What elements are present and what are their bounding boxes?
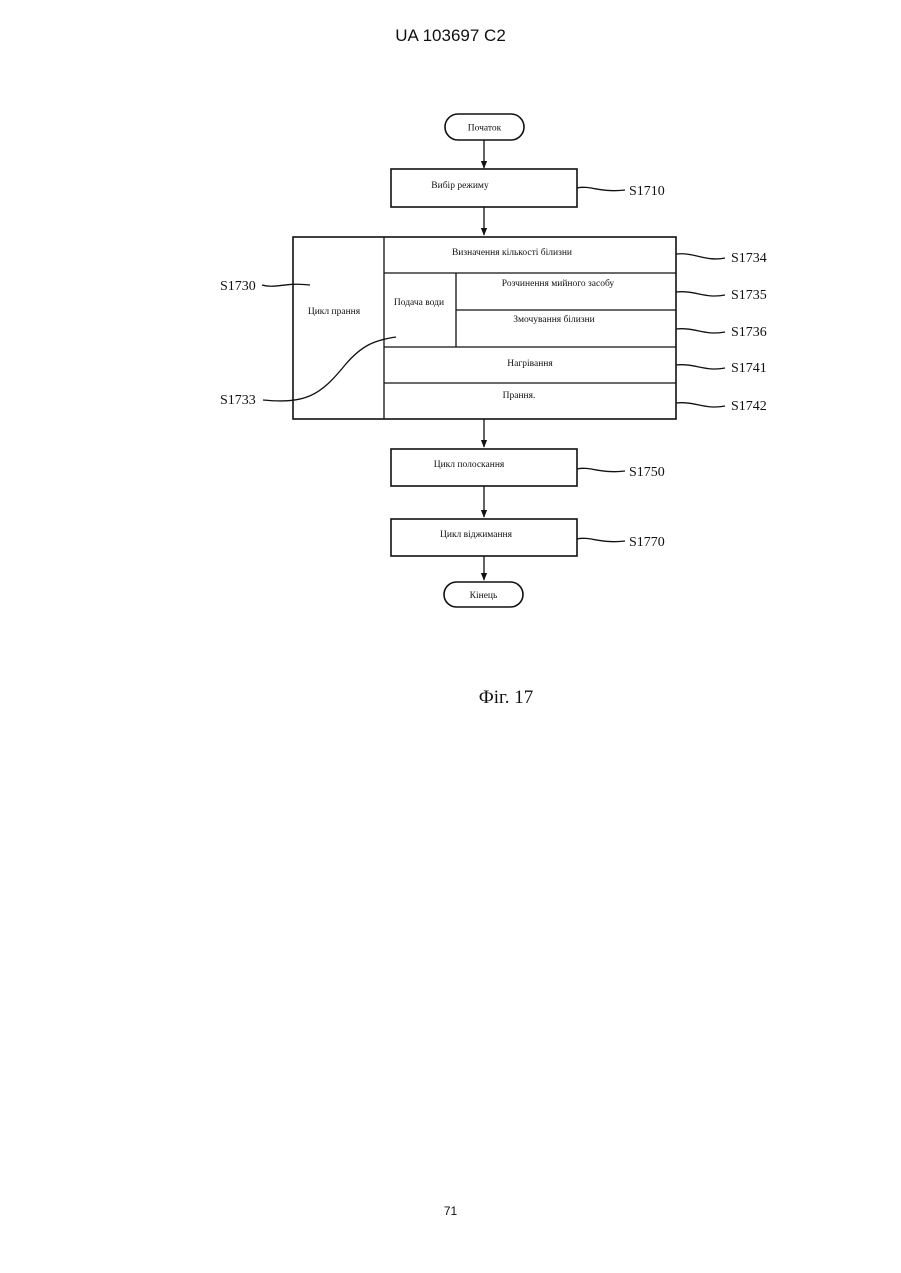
ref-s1735: S1735 [731,288,767,303]
ref-s1733: S1733 [220,393,256,408]
water-supply-label: Подача води [394,298,444,308]
figure-caption: Фіг. 17 [479,687,533,708]
laundry-amount-label: Визначення кількості білизни [452,247,572,258]
detergent-dissolve-label: Розчинення мийного засобу [502,278,615,289]
rinse-cycle-label: Цикл полоскання [434,460,505,470]
washing-label: Прання. [503,391,536,401]
start-label: Початок [468,124,502,134]
laundry-wetting-label: Змочування білизни [513,314,595,325]
ref-s1741: S1741 [731,361,767,376]
ref-s1734: S1734 [731,251,767,266]
page-number: 71 [0,1204,901,1218]
ref-s1736: S1736 [731,325,767,340]
mode-select-label: Вибір режиму [431,180,489,191]
spin-cycle-label: Цикл віджимання [440,530,513,540]
ref-s1770: S1770 [629,535,665,550]
wash-cycle-label: Цикл прання [308,307,361,317]
ref-s1742: S1742 [731,399,767,414]
ref-s1750: S1750 [629,465,665,480]
heating-label: Нагрівання [507,359,553,369]
ref-s1730: S1730 [220,279,256,294]
end-label: Кінець [470,591,498,601]
wash-cycle-block [293,237,676,419]
ref-s1710: S1710 [629,184,665,199]
